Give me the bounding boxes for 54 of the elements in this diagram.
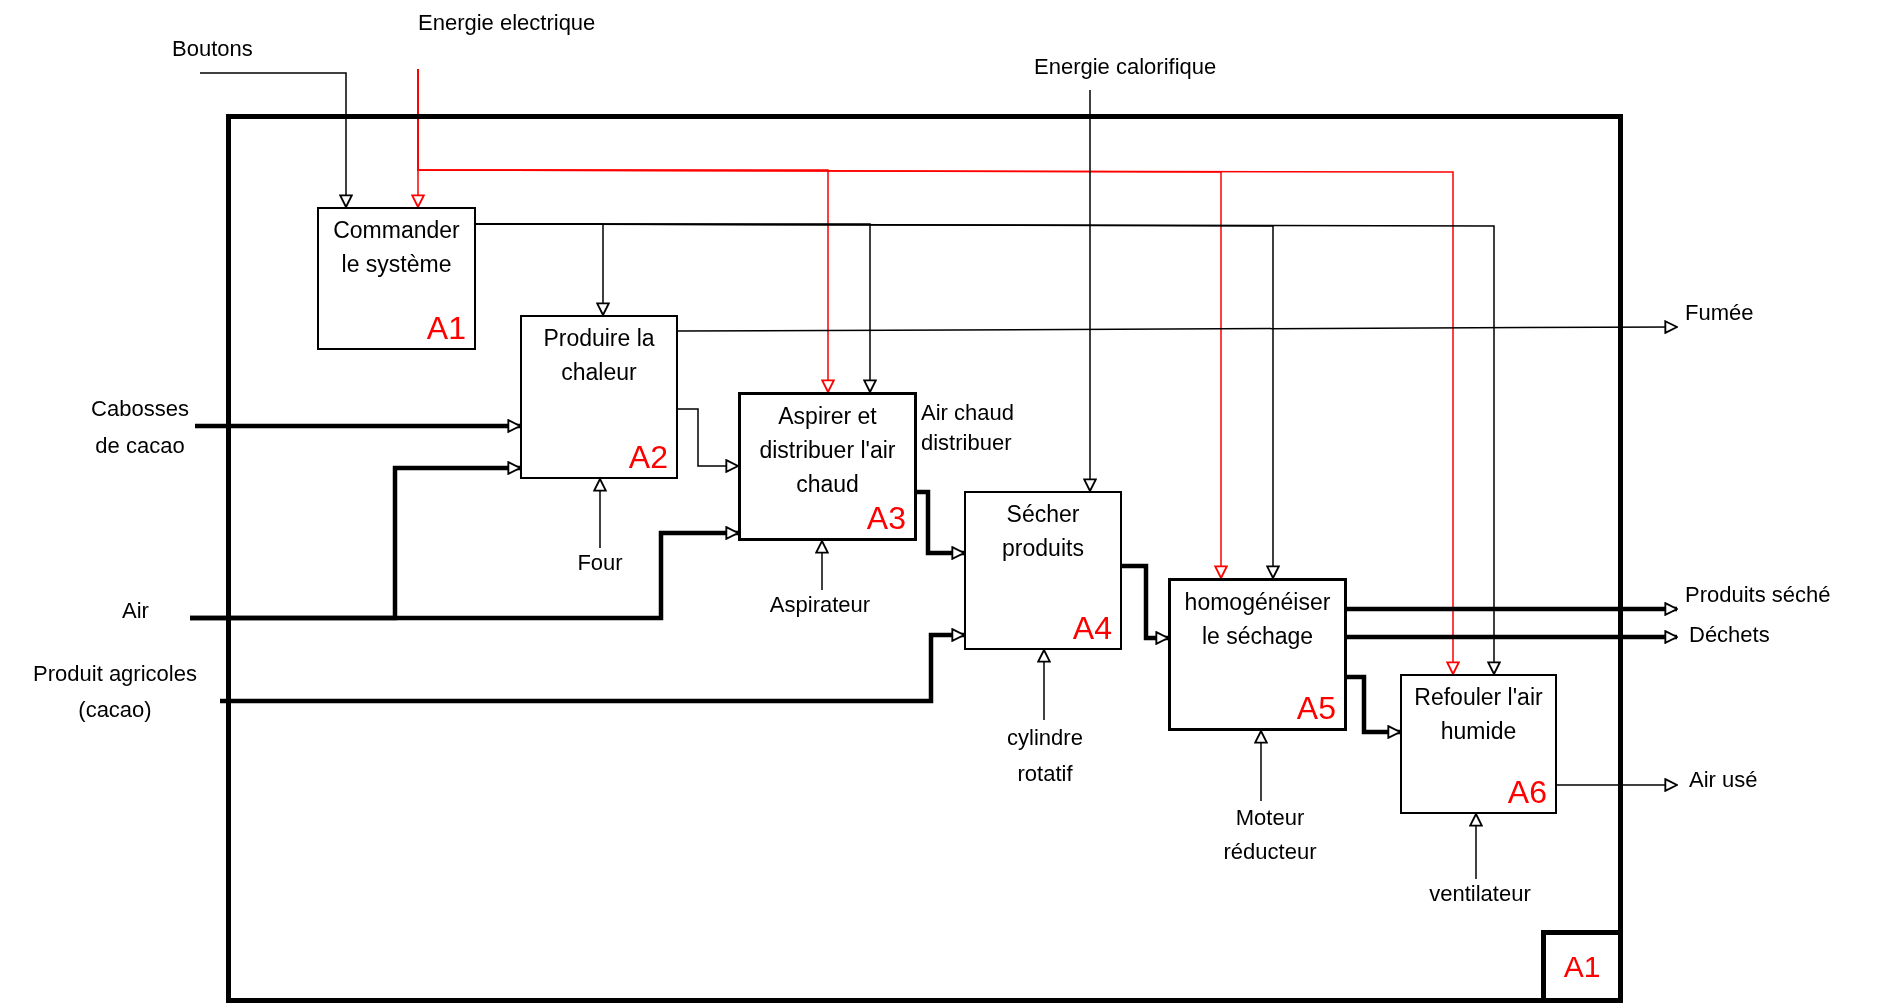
arrow (1037, 649, 1051, 721)
arrow (1122, 563, 1169, 645)
arrow (1347, 674, 1401, 739)
flow-label: Four (570, 548, 630, 580)
activity-number: A4 (1072, 609, 1112, 648)
arrow (195, 419, 521, 433)
arrow (1083, 89, 1097, 492)
flow-label: cylindre rotatif (985, 720, 1105, 796)
flow-label: Air usé (1677, 765, 1787, 799)
process-box (1400, 674, 1557, 814)
diagram-frame (226, 114, 1623, 1003)
arrow (190, 526, 739, 621)
process-box (738, 392, 917, 541)
arrow (417, 68, 1460, 675)
process-box (520, 315, 678, 479)
activity-number: A5 (1296, 689, 1336, 728)
process-box (317, 207, 476, 350)
arrow (917, 489, 965, 560)
diagram-number-box: A1 (1541, 930, 1618, 998)
flow-label: ventilateur (1410, 879, 1550, 911)
activity-number: A6 (1507, 773, 1547, 812)
arrow (815, 540, 829, 591)
flow-label: Produits séché (1677, 580, 1877, 614)
flow-label: Déchets (1677, 620, 1807, 652)
process-label: Refouler l'air humide (1413, 683, 1544, 746)
arrow (199, 72, 353, 208)
flow-label: Cabosses de cacao (85, 390, 195, 464)
flow-label: Fumée (1677, 298, 1777, 338)
flow-label: Aspirateur (755, 590, 885, 620)
activity-number: A2 (628, 438, 668, 477)
arrow (1347, 602, 1678, 616)
arrow (1254, 730, 1268, 802)
flow-label: Energie calorifique (1030, 52, 1270, 90)
process-label: Aspirer et distribuer l'air chaud (758, 402, 897, 499)
flow-label: Energie electrique (410, 8, 650, 69)
flow-label: Air (110, 596, 190, 626)
flow-label: Moteur réducteur (1200, 801, 1340, 873)
process-box (964, 491, 1122, 650)
activity-number: A3 (866, 499, 906, 538)
process-label: homogénéiser le séchage (1183, 588, 1332, 651)
arrow (1347, 630, 1678, 644)
arrow (1469, 813, 1483, 880)
arrow (677, 320, 1678, 334)
arrow (220, 628, 965, 704)
arrow (1556, 778, 1678, 792)
arrow (677, 408, 739, 473)
process-label: Commander le système (332, 216, 461, 279)
flow-label: Produit agricoles (cacao) (10, 656, 220, 732)
process-box (1168, 578, 1347, 731)
activity-number: A1 (426, 309, 466, 348)
process-label: Sécher produits (1001, 500, 1085, 563)
arrow (593, 478, 607, 549)
flow-label: Boutons (160, 34, 280, 73)
process-label: Produire la chaleur (542, 324, 656, 387)
